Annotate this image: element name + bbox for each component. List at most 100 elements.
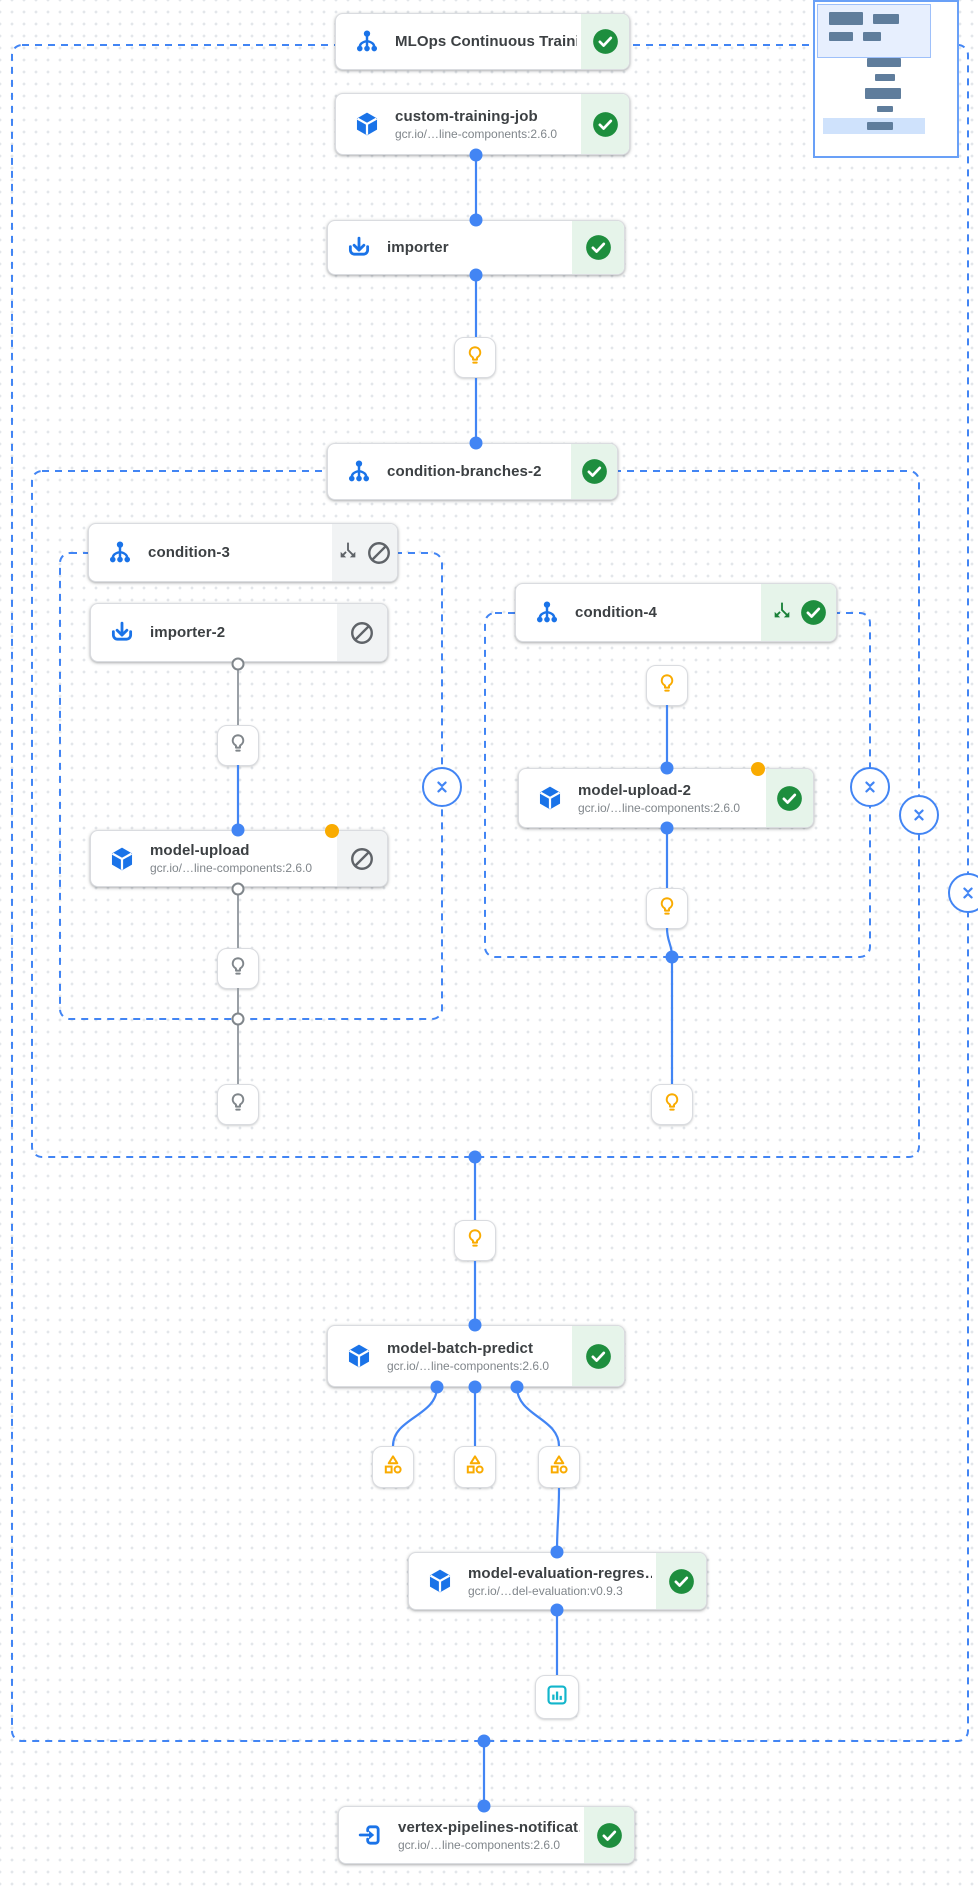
artifact-parameter-3[interactable]	[217, 948, 259, 989]
container-icon	[108, 845, 136, 873]
node-title: condition-4	[575, 604, 657, 621]
cached-badge-dot	[751, 762, 765, 776]
node-model-upload-2[interactable]: model-upload-2 gcr.io/…line-components:2…	[518, 762, 814, 828]
success-icon	[776, 785, 803, 812]
collapse-button-condition-4[interactable]	[850, 767, 890, 807]
artifact-parameter-7[interactable]	[651, 1084, 693, 1125]
status-section	[656, 1553, 706, 1609]
condition-icon	[106, 539, 134, 567]
artifact-parameter-2[interactable]	[217, 725, 259, 766]
node-vertex-pipelines-notification[interactable]: vertex-pipelines-notificat… gcr.io/…line…	[338, 1806, 635, 1864]
minimap-node	[863, 32, 881, 41]
node-text: condition-branches-2	[387, 463, 571, 480]
cached-badge-dot	[325, 824, 339, 838]
success-icon	[800, 599, 827, 626]
node-condition-3[interactable]: condition-3	[88, 523, 398, 582]
node-text: condition-4	[575, 604, 761, 621]
importer-icon	[345, 234, 373, 262]
artifact-parameter-8[interactable]	[454, 1220, 496, 1261]
success-icon	[585, 234, 612, 261]
node-text: model-batch-predict gcr.io/…line-compone…	[387, 1340, 572, 1373]
collapse-button-root[interactable]	[948, 873, 978, 913]
lightbulb-icon	[655, 894, 679, 923]
minimap-node	[867, 122, 893, 130]
artifact-metrics[interactable]	[535, 1675, 579, 1719]
node-title: condition-3	[148, 544, 230, 561]
collapse-icon	[956, 881, 978, 905]
collapse-button-condition-branches-2[interactable]	[899, 795, 939, 835]
artifact-dataset-3[interactable]	[538, 1446, 580, 1488]
node-title: custom-training-job	[395, 107, 538, 125]
minimap-node	[867, 58, 901, 67]
node-importer-2[interactable]: importer-2	[90, 603, 388, 662]
node-title: MLOps Continuous Traini…	[395, 33, 577, 50]
minimap-node	[865, 88, 901, 99]
node-mlops-root[interactable]: MLOps Continuous Traini…	[335, 13, 630, 70]
node-text: condition-3	[148, 544, 332, 561]
artifact-dataset-1[interactable]	[372, 1446, 414, 1488]
node-model-batch-predict[interactable]: model-batch-predict gcr.io/…line-compone…	[327, 1325, 625, 1387]
node-text: vertex-pipelines-notificat… gcr.io/…line…	[398, 1819, 584, 1852]
success-icon	[596, 1822, 623, 1849]
lightbulb-icon	[226, 1090, 250, 1119]
success-icon	[592, 28, 619, 55]
collapse-button-condition-3[interactable]	[422, 767, 462, 807]
collapse-icon	[858, 775, 882, 799]
container-icon	[426, 1567, 454, 1595]
minimap[interactable]	[813, 0, 959, 158]
node-text: importer	[387, 239, 572, 256]
node-custom-training-job[interactable]: custom-training-job gcr.io/…line-compone…	[335, 93, 630, 155]
lightbulb-icon	[226, 731, 250, 760]
success-icon	[585, 1343, 612, 1370]
node-title: importer	[387, 239, 449, 256]
condition-icon	[533, 599, 561, 627]
importer-icon	[108, 619, 136, 647]
artifact-parameter-6[interactable]	[646, 888, 688, 929]
artifact-parameter-5[interactable]	[646, 665, 688, 706]
node-text: MLOps Continuous Traini…	[395, 33, 581, 50]
artifact-parameter-4[interactable]	[217, 1084, 259, 1125]
node-subtitle: gcr.io/…line-components:2.6.0	[395, 126, 558, 141]
collapse-icon	[907, 803, 931, 827]
artifact-parameter-1[interactable]	[454, 337, 496, 378]
lightbulb-icon	[655, 671, 679, 700]
node-subtitle: gcr.io/…line-components:2.6.0	[387, 1358, 550, 1373]
bar-chart-icon	[544, 1682, 570, 1713]
node-title: model-evaluation-regres…	[468, 1564, 652, 1582]
minimap-node	[877, 106, 893, 112]
skipped-icon	[349, 846, 375, 872]
container-icon	[536, 784, 564, 812]
condition-icon	[345, 458, 373, 486]
node-importer[interactable]: importer	[327, 220, 625, 275]
node-text: custom-training-job gcr.io/…line-compone…	[395, 108, 581, 141]
status-section	[761, 584, 836, 641]
node-subtitle: gcr.io/…del-evaluation:v0.9.3	[468, 1583, 623, 1598]
branch-split-icon	[337, 539, 359, 566]
node-condition-4[interactable]: condition-4	[515, 583, 837, 642]
lightbulb-icon	[463, 1226, 487, 1255]
node-text: model-upload gcr.io/…line-components:2.6…	[150, 842, 337, 875]
status-section	[581, 14, 629, 69]
minimap-node	[829, 32, 853, 41]
minimap-node	[873, 14, 899, 24]
lightbulb-icon	[660, 1090, 684, 1119]
status-section	[584, 1807, 634, 1863]
branch-split-icon	[771, 599, 793, 626]
shapes-icon	[463, 1453, 487, 1482]
node-text: model-upload-2 gcr.io/…line-components:2…	[578, 782, 766, 815]
lightbulb-icon	[226, 954, 250, 983]
success-icon	[668, 1568, 695, 1595]
status-section	[766, 769, 813, 827]
status-section	[337, 604, 387, 661]
status-section	[581, 94, 629, 154]
artifact-dataset-2[interactable]	[454, 1446, 496, 1488]
node-subtitle: gcr.io/…line-components:2.6.0	[398, 1837, 561, 1852]
exit-icon	[356, 1821, 384, 1849]
success-icon	[592, 111, 619, 138]
node-text: model-evaluation-regres… gcr.io/…del-eva…	[468, 1565, 656, 1598]
node-model-upload[interactable]: model-upload gcr.io/…line-components:2.6…	[90, 824, 388, 887]
node-model-evaluation-regression[interactable]: model-evaluation-regres… gcr.io/…del-eva…	[408, 1552, 707, 1610]
node-condition-branches-2[interactable]: condition-branches-2	[327, 443, 618, 500]
status-section	[572, 1326, 624, 1386]
